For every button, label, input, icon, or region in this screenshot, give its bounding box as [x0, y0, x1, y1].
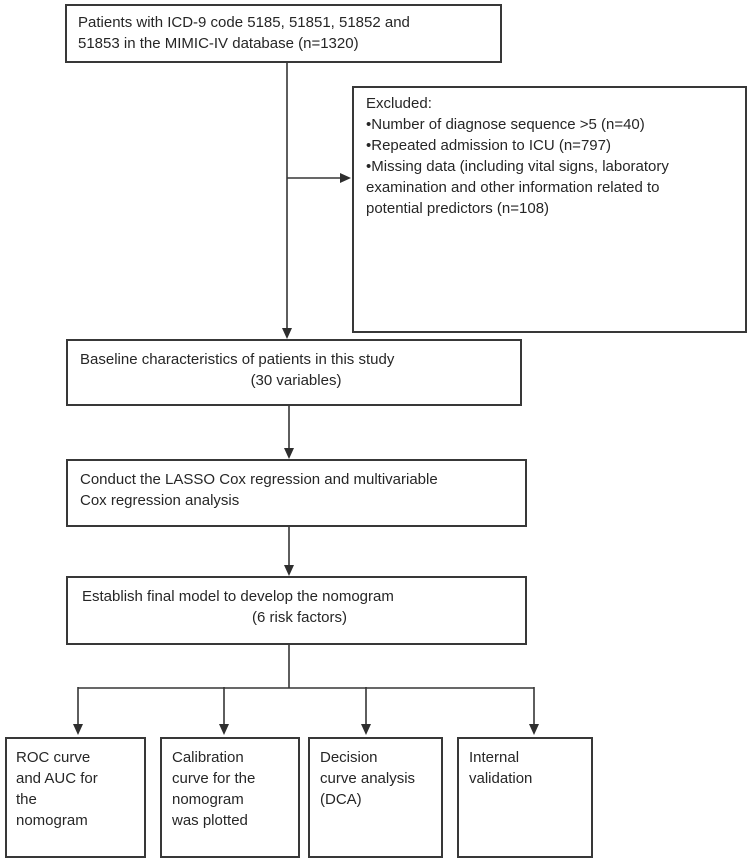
box-patients-line-1: Patients with ICD-9 code 5185, 51851, 51… [78, 14, 410, 31]
box-conduct: Conduct the LASSO Cox regression and mul… [66, 459, 527, 527]
box-dca: Decision curve analysis (DCA) [308, 737, 443, 858]
box-baseline-line-1: Baseline characteristics of patients in … [80, 351, 395, 368]
box-establish-line-2: (6 risk factors) [251, 609, 347, 626]
box-excluded-item-continued: examination and other information relate… [366, 179, 660, 196]
box-roc-line: ROC curve [16, 749, 91, 766]
box-internal-validation-line: Internal [469, 749, 520, 766]
box-dca-line: curve analysis [320, 770, 416, 787]
box-calibration-line: nomogram [172, 791, 244, 808]
box-baseline-line-2: (30 variables) [250, 372, 342, 389]
box-baseline: Baseline characteristics of patients in … [66, 339, 522, 406]
box-calibration-line: curve for the [172, 770, 256, 787]
box-internal-validation: Internal validation [457, 737, 593, 858]
box-establish-line-1: Establish final model to develop the nom… [82, 588, 394, 605]
box-conduct-line-1: Conduct the LASSO Cox regression and mul… [80, 471, 438, 488]
box-establish: Establish final model to develop the nom… [66, 576, 527, 645]
box-roc-line: and AUC for [16, 770, 98, 787]
box-excluded-title: Excluded: [366, 95, 432, 112]
box-patients-line-2: 51853 in the MIMIC-IV database (n=1320) [78, 35, 359, 52]
box-dca-line: (DCA) [320, 791, 362, 808]
box-excluded-item-continued: potential predictors (n=108) [366, 200, 550, 217]
box-dca-line: Decision [320, 749, 378, 766]
box-conduct-line-2: Cox regression analysis [80, 492, 240, 509]
box-roc: ROC curve and AUC for the nomogram [5, 737, 146, 858]
box-calibration-line: Calibration [172, 749, 244, 766]
box-roc-line: nomogram [16, 812, 88, 829]
box-excluded-item: •Number of diagnose sequence >5 (n=40) [366, 116, 645, 133]
box-calibration: Calibration curve for the nomogram was p… [160, 737, 300, 858]
box-patients: Patients with ICD-9 code 5185, 51851, 51… [65, 4, 502, 63]
box-excluded: Excluded: •Number of diagnose sequence >… [352, 86, 747, 333]
box-roc-line: the [16, 791, 37, 808]
box-calibration-line: was plotted [172, 812, 248, 829]
box-excluded-item: •Repeated admission to ICU (n=797) [366, 137, 611, 154]
box-internal-validation-line: validation [469, 770, 533, 787]
box-excluded-item: •Missing data (including vital signs, la… [366, 158, 669, 175]
